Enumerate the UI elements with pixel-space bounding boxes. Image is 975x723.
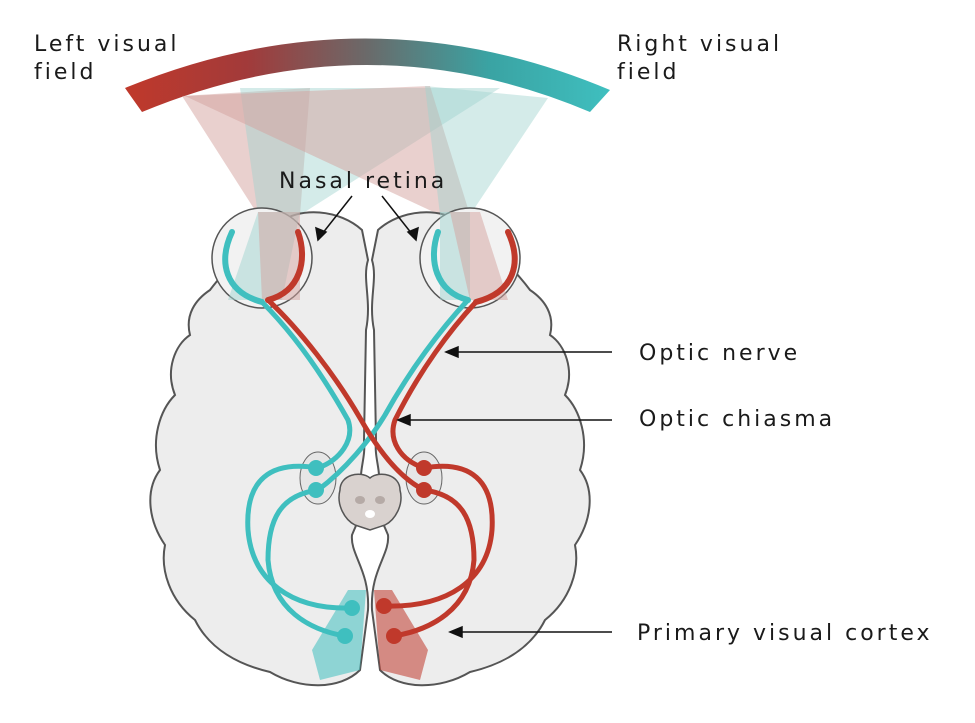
right-cortex-terminal — [376, 598, 392, 614]
left-eye-temporal-retina — [222, 229, 265, 305]
nasal-retina-label: Nasal retina — [279, 169, 448, 194]
left-visual-field-label: Left visual field — [34, 32, 180, 85]
right-eye-cone-red — [185, 86, 470, 215]
left-eye-inner-cone-red — [258, 212, 300, 300]
visual-field-arc — [125, 38, 610, 112]
brainstem-nucleus — [375, 496, 385, 504]
label-pointers — [315, 195, 612, 639]
optic-pathway-red — [265, 297, 495, 639]
left-lgn-nucleus — [308, 460, 324, 476]
brainstem — [338, 473, 402, 531]
right-lgn-nucleus — [416, 482, 432, 498]
right-cortex-terminal — [386, 628, 402, 644]
left-eye-nasal-retina — [265, 229, 305, 303]
brainstem-nucleus — [365, 510, 375, 518]
right-lgn-nucleus — [416, 460, 432, 476]
left-lgn-nucleus — [308, 482, 324, 498]
right-eye-temporal-retina — [473, 229, 518, 305]
optic-chiasma-label: Optic chiasma — [639, 407, 836, 432]
right-eye-nasal-retina — [431, 229, 471, 303]
right-eye-inner-cone-red — [450, 212, 508, 300]
right-visual-field-label: Right visual field — [617, 32, 783, 85]
left-cortex-terminal — [337, 628, 353, 644]
right-eye-cone-teal — [425, 86, 548, 215]
brainstem-nucleus — [355, 496, 365, 504]
optic-pathway-teal — [245, 297, 471, 639]
primary-visual-cortex-label: Primary visual cortex — [637, 621, 933, 646]
left-cortex-terminal — [344, 600, 360, 616]
optic-nerve-label: Optic nerve — [639, 341, 801, 366]
